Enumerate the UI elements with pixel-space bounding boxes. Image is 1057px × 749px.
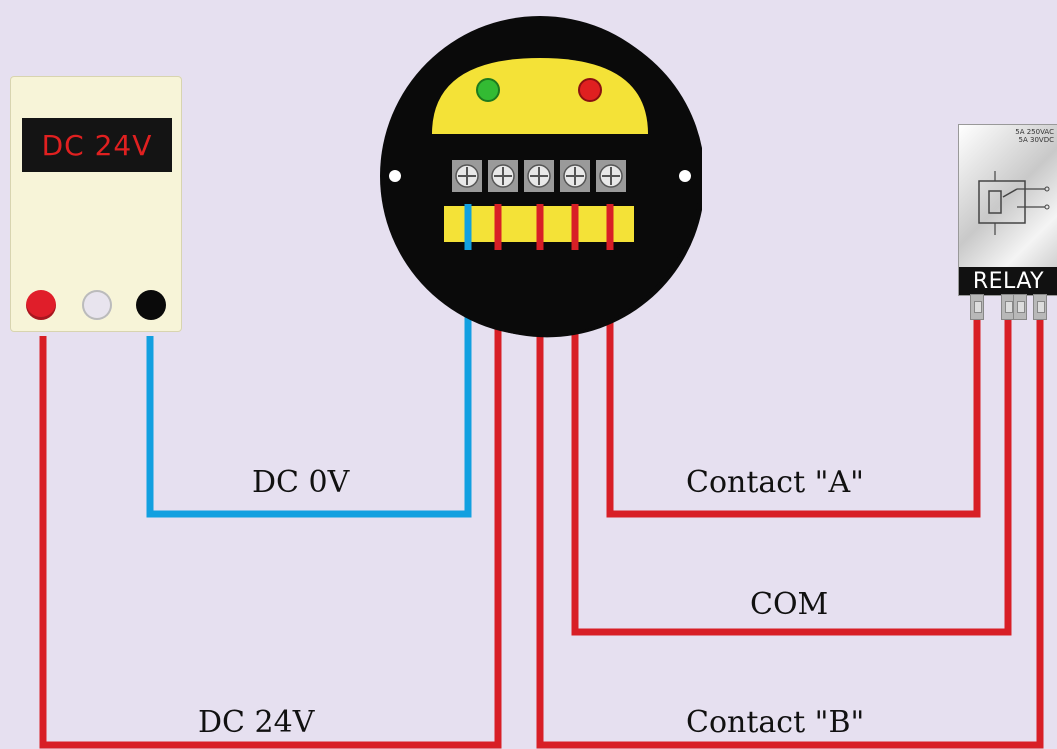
relay-module: 5A 250VAC 5A 30VDC RELAY [958,124,1057,296]
relay-label: RELAY [959,267,1057,295]
green-led-icon [476,78,500,102]
positive-terminal-icon [26,290,56,320]
relay-pin-3 [1013,294,1027,320]
wire-dc-0v [146,204,472,518]
ground-terminal-icon [82,290,112,320]
sensor-indicator-panel [432,58,648,134]
negative-terminal-icon [136,290,166,320]
power-supply: DC 24V [10,76,182,332]
sensor-terminal-block [452,160,626,192]
psu-display: DC 24V [22,118,172,172]
relay-rating-line: 5A 30VDC [1018,135,1054,144]
wire-contact-a [606,204,981,518]
wire-com [571,204,1012,636]
wire-label-dc-24v: DC 24V [198,705,315,740]
relay-schematic-icon [978,171,1050,235]
wire-label-contact-a: Contact "A" [686,465,864,500]
wire-contact-b [536,204,1044,749]
wire-label-com: COM [750,587,829,622]
relay-pin-1 [970,294,984,320]
mounting-hole-right-icon [679,170,691,182]
relay-pin-4 [1033,294,1047,320]
mounting-hole-left-icon [389,170,401,182]
wire-dc-24v [39,204,502,749]
relay-rating-line: 5A 250VAC [1015,128,1054,136]
wire-label-dc-0v: DC 0V [252,465,350,500]
wire-label-contact-b: Contact "B" [686,705,865,740]
relay-rating: 5A 250VAC 5A 30VDC [1015,128,1054,144]
red-led-icon [578,78,602,102]
sensor-unit [380,16,702,338]
